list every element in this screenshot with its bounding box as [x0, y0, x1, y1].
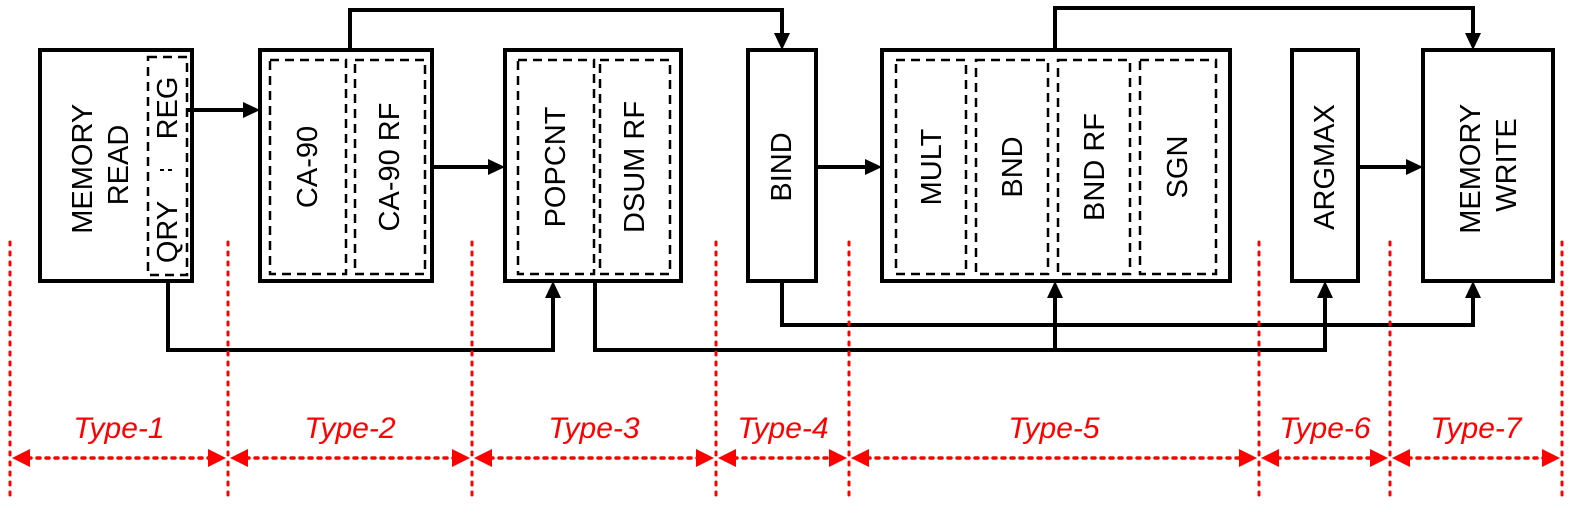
wire-ca90-to-bind [348, 8, 784, 50]
sgn-label: SGN [1162, 136, 1194, 199]
type-7-label: Type-7 [1430, 412, 1522, 445]
sgn-unit [1138, 58, 1218, 276]
bind-label: BIND [766, 132, 798, 201]
memory-read-query-register [146, 55, 189, 277]
arrowhead-dsum-to-argmax [1317, 281, 1333, 298]
memory-write-label-line1: MEMORY [1455, 104, 1487, 234]
arrowhead-qry-to-popcnt [545, 281, 561, 298]
ca90-block: CA-90 CA-90 RF [258, 48, 434, 283]
qry-label: QRY [152, 201, 184, 263]
memory-read-label: MEMORY READ [67, 96, 135, 234]
memory-write-label-line2: WRITE [1491, 118, 1523, 211]
argmax-label: ARGMAX [1309, 104, 1341, 230]
ca90-label: CA-90 [292, 126, 324, 208]
memory-read-block: MEMORY READ QRY REG [38, 48, 194, 283]
ca90-rf-unit [353, 58, 427, 276]
bnd-unit [974, 58, 1050, 276]
bound-block: MULT BND BND RF SGN [880, 48, 1232, 283]
wire-qry-to-popcnt [166, 281, 555, 352]
bnd-label: BND [997, 136, 1029, 197]
popcnt-label: POPCNT [540, 106, 572, 227]
type-2-label: Type-2 [304, 412, 395, 445]
memory-write-block: MEMORY WRITE [1421, 48, 1555, 283]
popcnt-block: POPCNT DSUM RF [503, 48, 683, 283]
mult-unit [894, 58, 968, 276]
arrowhead-ca90-to-bind [774, 33, 790, 50]
dsum-rf-label: DSUM RF [619, 101, 651, 233]
stage-dividers [8, 240, 1564, 497]
bnd-rf-label: BND RF [1079, 113, 1111, 221]
reg-label: REG [152, 77, 184, 140]
arrowhead-argmax-to-memory-write [1406, 159, 1423, 175]
wire-bound-to-memory-write [1053, 6, 1475, 50]
arrowhead-reg-to-ca90 [243, 102, 260, 118]
bind-block: BIND [746, 48, 818, 283]
arrowhead-ca90-to-popcnt [488, 159, 505, 175]
argmax-block: ARGMAX [1290, 48, 1360, 283]
wire-dsum-to-argmax [593, 281, 1327, 352]
arrowhead-bind-to-mult [865, 159, 882, 175]
wire-bind-to-memory-write [780, 281, 1475, 327]
arrowhead-bound-to-memory-write [1465, 33, 1481, 50]
type-6-label: Type-6 [1279, 412, 1370, 445]
memory-read-label-line2: READ [103, 125, 135, 206]
mult-label: MULT [916, 128, 948, 205]
arrowhead-bind-to-memory-write [1465, 281, 1481, 298]
popcnt-unit [516, 58, 596, 276]
type-spans: Type-1 Type-2 Type-3 Type-4 Type-5 Type-… [12, 412, 1560, 467]
type-4-label: Type-4 [737, 412, 828, 445]
bnd-rf-unit [1056, 58, 1132, 276]
connections [166, 6, 1481, 352]
ca90-unit [268, 58, 348, 276]
type-1-label: Type-1 [73, 412, 164, 445]
memory-write-label: MEMORY WRITE [1455, 96, 1523, 234]
ca90-rf-label: CA-90 RF [374, 103, 406, 232]
type-3-label: Type-3 [548, 412, 639, 445]
memory-read-label-line1: MEMORY [67, 104, 99, 234]
type-5-label: Type-5 [1008, 412, 1099, 445]
dsum-rf-unit [598, 58, 672, 276]
arrowhead-dsum-to-bnd [1047, 281, 1063, 298]
